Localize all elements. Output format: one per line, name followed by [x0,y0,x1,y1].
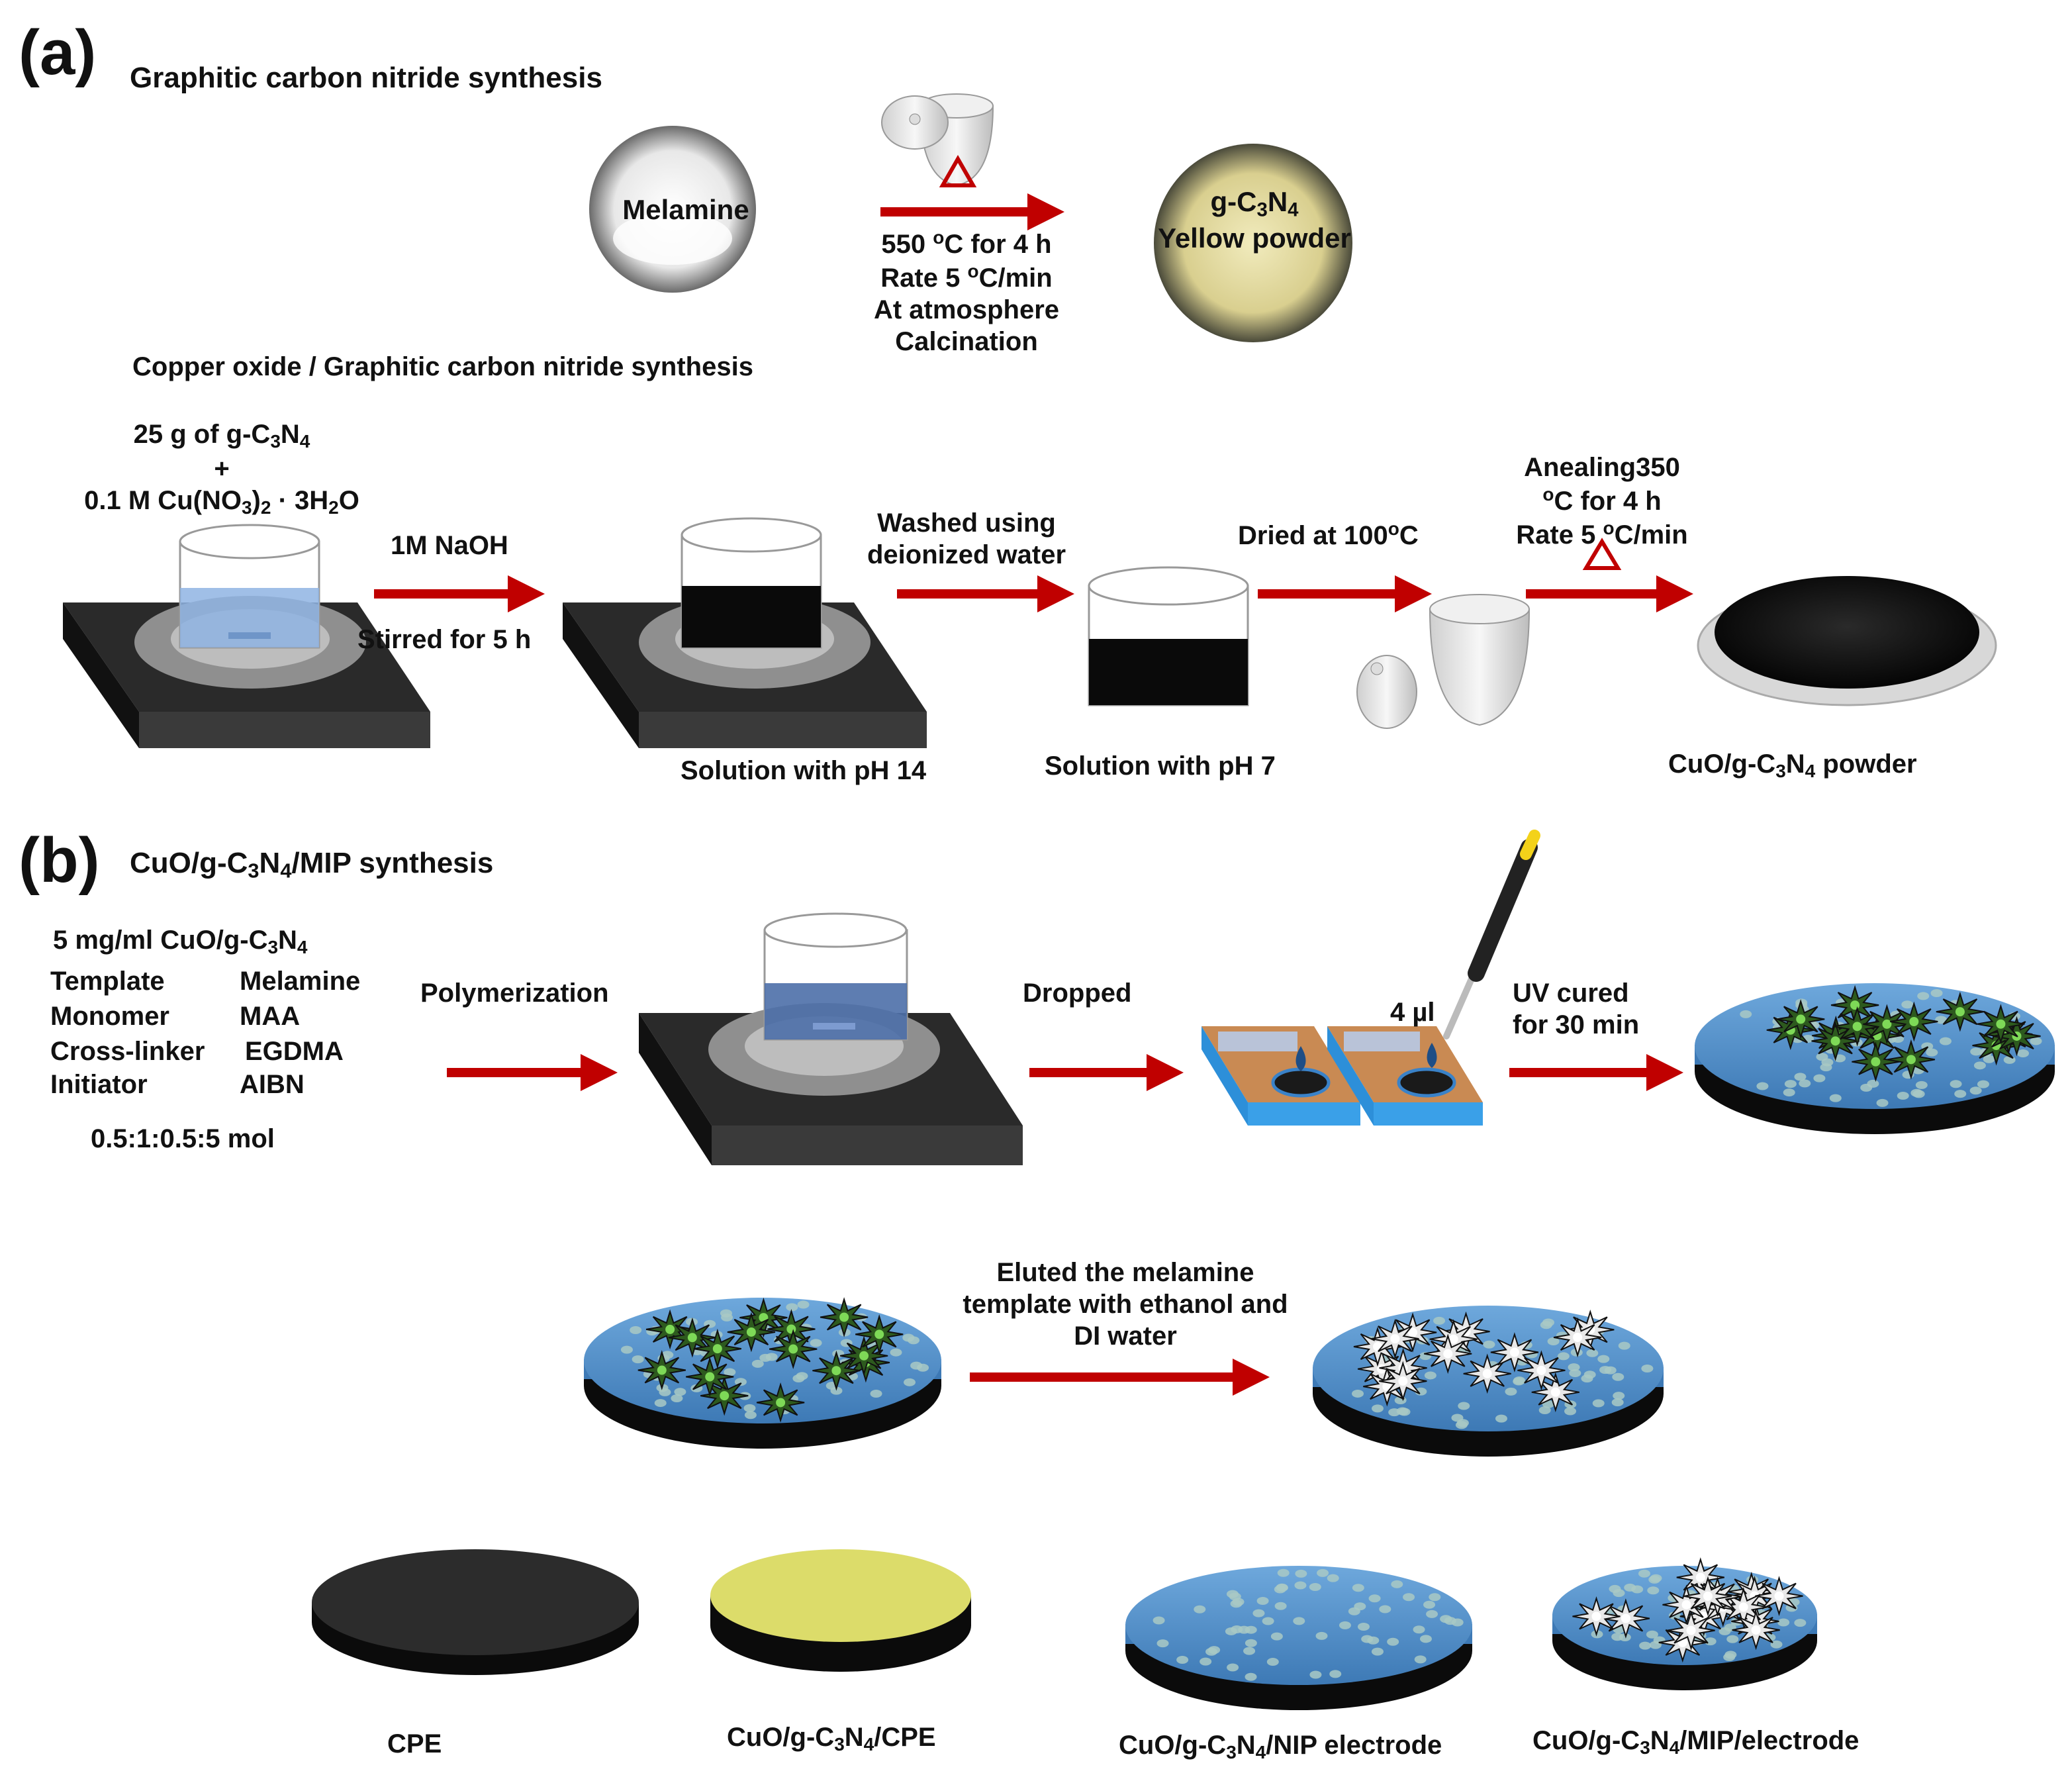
cuo-gcn-powder-photo [1697,576,1997,706]
washed-label: Washed using deionized water [867,508,1066,569]
recipe-initiator-value: AIBN [240,1070,305,1099]
electrode-label-nip: CuO/g-C3N4/NIP electrode [1119,1731,1442,1762]
stirred-label: Stirred for 5 h [357,625,532,654]
recipe-crosslinker-key: Cross-linker [50,1037,205,1066]
beaker-light-1 [179,524,320,649]
ph14-label: Solution with pH 14 [681,756,927,785]
beaker-dark-1 [681,517,822,649]
screen-printed-electrode-2 [1327,1026,1483,1126]
beaker-blue-1 [763,912,908,1041]
electrode-label-cuo-gcn-cpe: CuO/g-C3N4/CPE [727,1723,936,1755]
gcn-synthesis-title: Graphitic carbon nitride synthesis [130,62,602,94]
dried-label: Dried at 100oC [1238,518,1419,550]
cuo-gcn-cpe-disc [710,1549,971,1672]
mip-electrode-green-disc-2 [584,1297,941,1449]
ph7-label: Solution with pH 7 [1045,751,1276,781]
cuo-gcn-synthesis-title: Copper oxide / Graphitic carbon nitride … [132,352,753,381]
calc-line-2: Rate 5 oC/min [880,261,1053,293]
recipe-initiator-key: Initiator [50,1070,148,1099]
melamine-label: Melamine [622,194,749,225]
calc-line-3: At atmosphere [873,295,1060,324]
recipe-template-key: Template [50,967,165,996]
gcn-photo [1154,144,1352,342]
electrode-label-mip: CuO/g-C3N4/MIP/electrode [1532,1726,1860,1758]
heat-triangle-icon-2 [1582,538,1622,570]
cuo-gcn-powder-label: CuO/g-C3N4 powder [1668,749,1917,781]
recipe-crosslinker-value: EGDMA [245,1037,344,1066]
micropipette-icon [1443,830,1540,1039]
polymerization-label: Polymerization [420,979,609,1008]
electrode-label-cpe: CPE [387,1729,442,1758]
mip-electrode-white-disc [1313,1306,1664,1457]
melamine-photo [589,126,756,293]
mip-electrode-disc [1552,1557,1817,1690]
dropped-label: Dropped [1023,979,1132,1008]
calc-line-1: 550 oC for 4 h [881,227,1052,259]
heat-triangle-icon [939,154,977,187]
calcination-conditions: 550 oC for 4 h Rate 5 oC/min At atmosphe… [861,226,1072,358]
recipe-monomer-value: MAA [240,1002,301,1031]
recipe-template-value: Melamine [240,967,361,996]
mip-synthesis-title: CuO/g-C3N4/MIP synthesis [130,847,494,883]
calc-line-4: Calcination [895,327,1038,356]
screen-printed-electrode-1 [1201,1026,1360,1126]
beaker-dark-2 [1088,566,1249,706]
mip-electrode-green-disc [1695,983,2055,1134]
nip-electrode-disc [1125,1566,1472,1710]
reactants-label: 25 g of g-C3N4 + 0.1 M Cu(NO3)2 · 3H2O [84,420,359,518]
cpe-disc [312,1549,639,1675]
recipe-concentration: 5 mg/ml CuO/g-C3N4 [53,926,308,957]
gcn-label: g-C3N4 Yellow powder [1158,186,1351,254]
elute-label: Eluted the melamine template with ethano… [963,1258,1288,1351]
uv-cured-label: UV cured for 30 min [1513,979,1640,1039]
volume-label: 4 µl [1390,998,1435,1027]
naoh-label: 1M NaOH [391,531,508,560]
crucible-icon [881,93,994,187]
recipe-monomer-key: Monomer [50,1002,169,1031]
panel-a-label: (a) [19,17,97,88]
crucible-icon-2 [1356,594,1530,729]
panel-b-label: (b) [19,825,100,896]
mole-ratio: 0.5:1:0.5:5 mol [91,1124,275,1153]
annealing-label: Anealing350 oC for 4 h Rate 5 oC/min [1516,453,1688,550]
